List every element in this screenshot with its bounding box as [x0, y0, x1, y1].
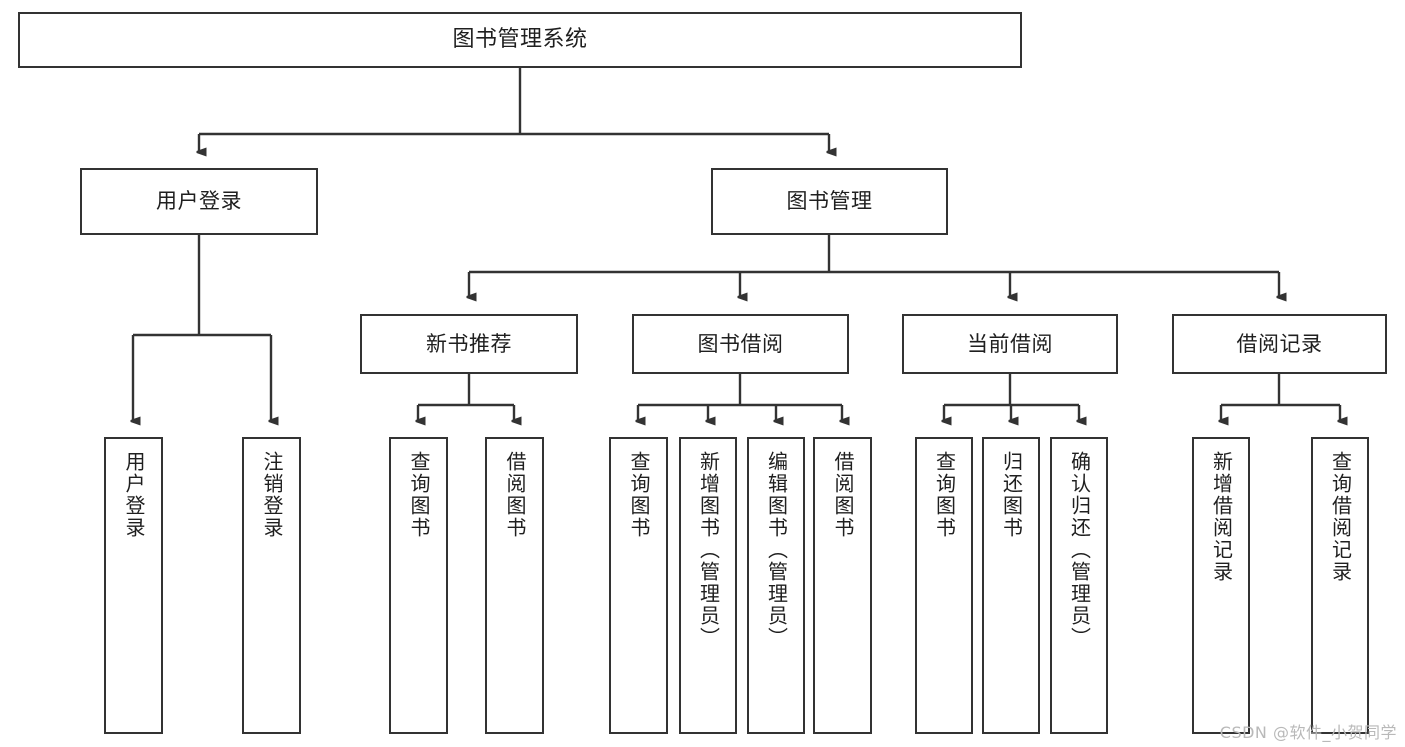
leaf-edit-book[interactable]: 编辑图书（管理员）	[747, 437, 805, 734]
node-current-borrow[interactable]: 当前借阅	[902, 314, 1118, 374]
leaf-query-book-1[interactable]: 查询图书	[389, 437, 448, 734]
node-label: 当前借阅	[967, 331, 1053, 356]
leaf-add-record[interactable]: 新增借阅记录	[1192, 437, 1250, 734]
node-label: 注销登录	[260, 451, 284, 539]
node-label: 确认归还（管理员）	[1067, 451, 1092, 649]
leaf-borrow-book-1[interactable]: 借阅图书	[485, 437, 544, 734]
node-label: 用户登录	[122, 451, 146, 539]
node-label: 借阅记录	[1236, 331, 1323, 356]
node-new-book-rec[interactable]: 新书推荐	[360, 314, 578, 374]
leaf-return-book[interactable]: 归还图书	[982, 437, 1040, 734]
leaf-user-login[interactable]: 用户登录	[104, 437, 163, 734]
node-borrow-record[interactable]: 借阅记录	[1172, 314, 1387, 374]
node-label: 新书推荐	[426, 331, 512, 356]
node-label: 新增图书（管理员）	[696, 451, 721, 649]
leaf-user-logout[interactable]: 注销登录	[242, 437, 301, 734]
node-label: 用户登录	[156, 189, 242, 214]
node-label: 图书管理系统	[452, 27, 588, 53]
leaf-query-book-3[interactable]: 查询图书	[915, 437, 973, 734]
leaf-borrow-book-2[interactable]: 借阅图书	[813, 437, 872, 734]
node-label: 查询图书	[932, 451, 957, 539]
node-user-login[interactable]: 用户登录	[80, 168, 318, 235]
node-label: 归还图书	[999, 451, 1024, 539]
csdn-watermark: CSDN @软件_小贺同学	[1219, 723, 1397, 742]
leaf-add-book[interactable]: 新增图书（管理员）	[679, 437, 737, 734]
node-label: 图书借阅	[697, 331, 784, 356]
leaf-query-book-2[interactable]: 查询图书	[609, 437, 668, 734]
leaf-query-record[interactable]: 查询借阅记录	[1311, 437, 1369, 734]
node-book-borrow[interactable]: 图书借阅	[632, 314, 849, 374]
node-label: 查询图书	[627, 451, 651, 539]
node-label: 新增借阅记录	[1209, 451, 1234, 583]
node-root-system[interactable]: 图书管理系统	[18, 12, 1022, 68]
node-book-manage[interactable]: 图书管理	[711, 168, 948, 235]
node-label: 图书管理	[786, 189, 873, 214]
node-label: 借阅图书	[831, 451, 855, 539]
leaf-confirm-return[interactable]: 确认归还（管理员）	[1050, 437, 1108, 734]
node-label: 编辑图书（管理员）	[764, 451, 789, 649]
node-label: 查询借阅记录	[1328, 451, 1353, 583]
node-label: 借阅图书	[503, 451, 527, 539]
node-label: 查询图书	[407, 451, 431, 539]
